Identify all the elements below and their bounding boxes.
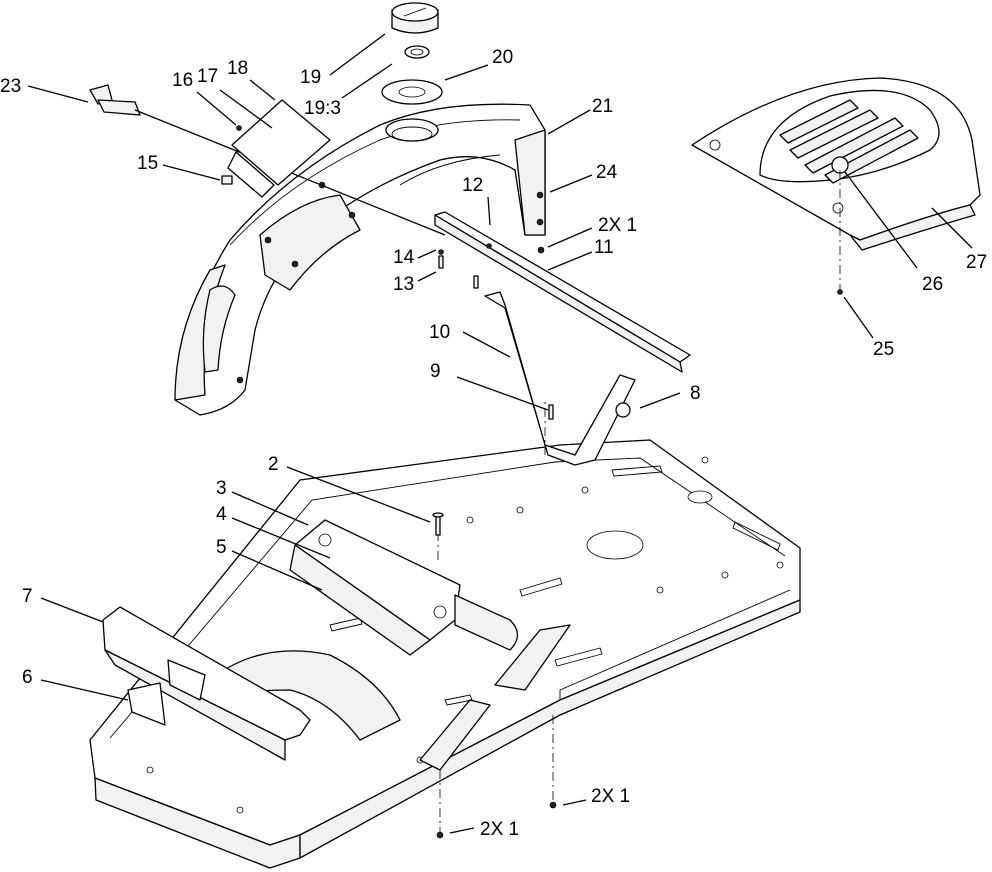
callout-6: 6 <box>22 667 33 688</box>
callout-23: 23 <box>0 76 21 97</box>
callout-27: 27 <box>966 252 987 273</box>
callout-18: 18 <box>227 58 248 79</box>
tank-shield-assembly <box>289 519 519 656</box>
callout-10: 10 <box>429 322 450 343</box>
callout-2: 2 <box>268 454 279 475</box>
callout-26: 26 <box>922 274 943 295</box>
callout-14: 14 <box>393 247 415 268</box>
callout-8: 8 <box>690 383 701 404</box>
callout-17: 17 <box>197 66 218 87</box>
callout-qty-bracket: 2X 1 <box>598 215 637 236</box>
fuel-gauge-sender <box>89 84 446 236</box>
callout-13: 13 <box>393 274 414 295</box>
callout-qty-front-nut: 2X 1 <box>480 819 519 840</box>
callout-16: 16 <box>172 70 193 91</box>
leader-lines <box>27 33 973 834</box>
callout-labels: 23 16 17 18 15 19 19:3 20 21 24 12 2X 1 … <box>0 47 987 840</box>
callout-3: 3 <box>216 478 227 499</box>
hardware-nuts <box>436 246 557 839</box>
callout-19-3: 19:3 <box>304 98 341 119</box>
callout-12: 12 <box>462 175 483 196</box>
callout-15: 15 <box>137 153 158 174</box>
front-hood <box>691 77 981 295</box>
front-bumper <box>102 606 311 761</box>
callout-25: 25 <box>873 339 894 360</box>
callout-5: 5 <box>216 537 227 558</box>
callout-11: 11 <box>594 237 614 258</box>
callout-19: 19 <box>300 67 321 88</box>
fuel-cap-assembly <box>381 2 443 105</box>
fender <box>174 103 546 416</box>
callout-9: 9 <box>430 361 441 382</box>
callout-qty-rear-nut: 2X 1 <box>591 786 630 807</box>
callout-21: 21 <box>592 96 613 117</box>
frame <box>89 400 801 869</box>
callout-24: 24 <box>596 162 618 183</box>
callout-7: 7 <box>22 586 33 607</box>
support-brackets <box>432 211 691 536</box>
callout-4: 4 <box>216 504 227 525</box>
callout-20: 20 <box>492 47 513 68</box>
